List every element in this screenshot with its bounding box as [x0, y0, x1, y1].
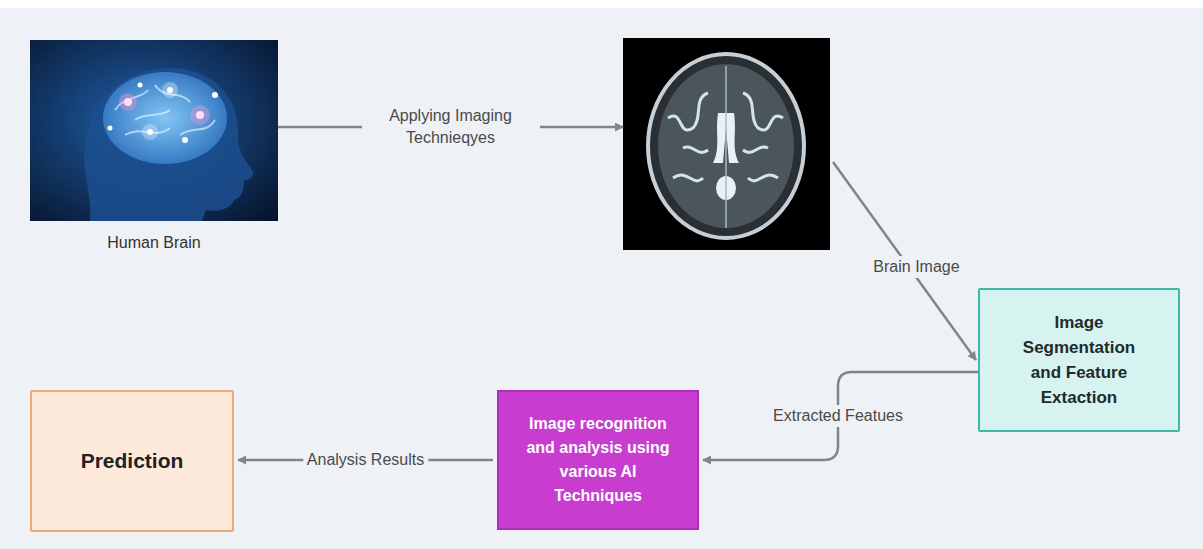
mri-scan-image: [623, 38, 830, 250]
edge-label: Analysis Results: [303, 449, 428, 471]
node-text: Image recognition and analysis using var…: [518, 412, 678, 508]
brain-illustration: [30, 40, 278, 221]
node-text: Prediction: [81, 449, 184, 473]
output-box: Prediction: [30, 390, 234, 532]
process-box: Image recognition and analysis using var…: [497, 390, 699, 530]
process-box: Image Segmentation and Feature Extaction: [978, 288, 1180, 432]
edge-label: Extracted Featues: [769, 405, 907, 427]
image-node: [623, 38, 830, 250]
node-text: Image Segmentation and Feature Extaction: [1014, 310, 1144, 410]
edge-label: Applying Imaging Technieqyes: [362, 105, 540, 149]
flow-arrow: [833, 162, 976, 360]
node-text: Human Brain: [107, 234, 200, 252]
top-band: [0, 0, 1203, 8]
image-node: Human Brain: [30, 40, 278, 252]
flow-arrow: [703, 372, 978, 460]
edge-label: Brain Image: [869, 256, 963, 278]
